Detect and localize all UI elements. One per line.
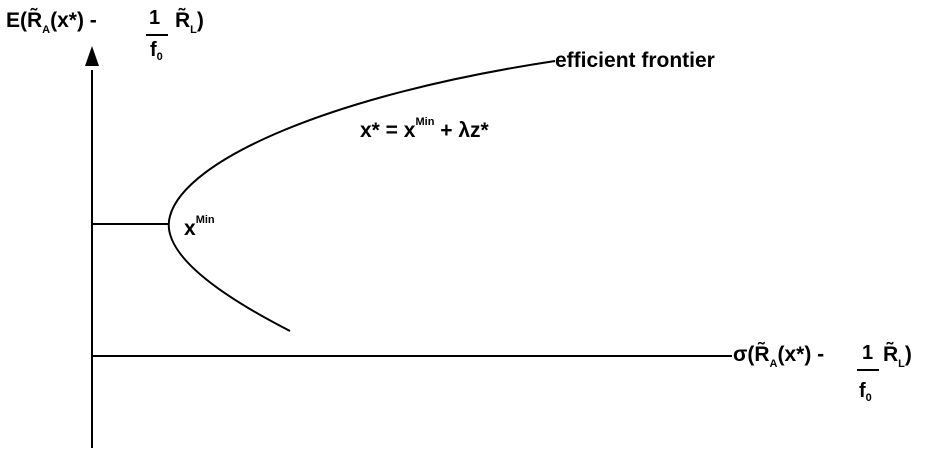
x-label-fraction-bar [857,369,879,371]
x-label-fraction-numerator: 1 [862,342,874,364]
efficient-frontier-curve [167,60,556,332]
frontier-equation: x* = xMin + λz* [360,116,489,142]
y-label-rl: R̃L) [175,9,204,36]
y-label-fraction-denominator: f0 [150,39,163,63]
min-point-label: xMin [184,214,215,240]
x-axis-label: σ(R̃A(x*) - [733,343,825,370]
y-axis-arrowhead [85,46,99,66]
y-label-fraction-bar [146,34,168,36]
x-label-fraction-denominator: f0 [859,380,872,404]
y-label-xstar: (x*) - [50,9,97,32]
x-label-rl: R̃L) [883,343,912,370]
y-label-prefix: E( [6,9,27,32]
y-label-ra: R̃ [27,9,43,32]
y-axis-label: E(R̃A(x*) - [6,9,97,36]
frontier-label: efficient frontier [555,49,715,72]
y-label-ra-sub: A [42,24,51,36]
y-label-fraction-numerator: 1 [149,7,161,29]
